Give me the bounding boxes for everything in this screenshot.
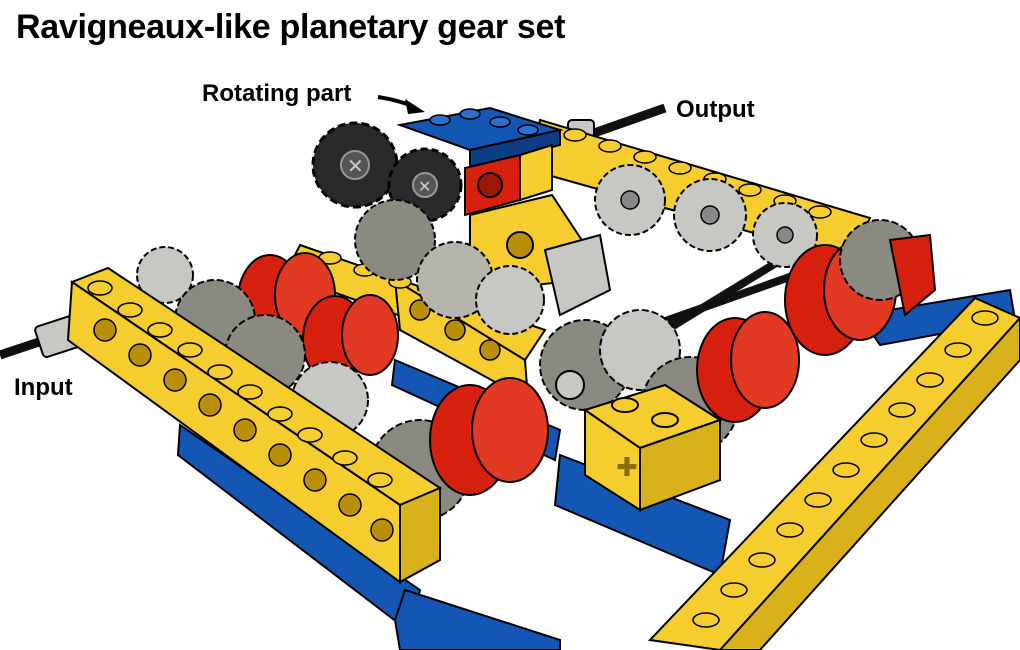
right-beam-front [718, 316, 1020, 650]
yellow-brick-side [519, 143, 553, 202]
red-pulley-6 [471, 377, 549, 483]
left-beam-end [399, 486, 441, 584]
black-gears: ✕ ✕ [311, 121, 463, 223]
red-pulley-8 [730, 311, 800, 409]
left-front-beam [66, 266, 443, 584]
center-yellow-brick: ✚ [582, 383, 723, 512]
rotating-blue-plate-side [469, 128, 561, 170]
diagram-title: Ravigneaux-like planetary gear set [16, 8, 566, 46]
black-gear-cross-1: ✕ [347, 154, 364, 178]
red-brick-hole [477, 172, 503, 198]
input-label: Input [14, 374, 73, 401]
left-beam-holes [93, 318, 394, 542]
rotating-part-arrow [377, 95, 425, 114]
red-pulleys-center [429, 377, 549, 496]
gray-gear-a [354, 199, 436, 281]
center-brick-cross-hole: ✚ [616, 453, 638, 483]
center-brick-side [639, 418, 721, 512]
blue-plate-studs [429, 108, 539, 136]
middle-gray-gears [136, 199, 545, 335]
rotating-part-assembly [396, 106, 612, 317]
middle-yellow-beam [283, 243, 547, 402]
left-dark-gears [174, 279, 471, 521]
rotating-part-label: Rotating part [202, 80, 352, 107]
right-red-brick [888, 233, 937, 317]
blue-plate-bottom [393, 588, 561, 650]
black-gear-cross-2: ✕ [418, 177, 431, 196]
gray-connector-block [543, 233, 612, 317]
right-front-beam [647, 296, 1020, 650]
gray-gear-c [475, 265, 545, 335]
right-beam-studs [692, 310, 999, 628]
left-beam-studs [87, 280, 393, 488]
output-label: Output [676, 96, 755, 123]
gray-gear-left-small [136, 246, 194, 304]
red-pulley-4 [341, 294, 399, 376]
center-bush [555, 370, 585, 400]
